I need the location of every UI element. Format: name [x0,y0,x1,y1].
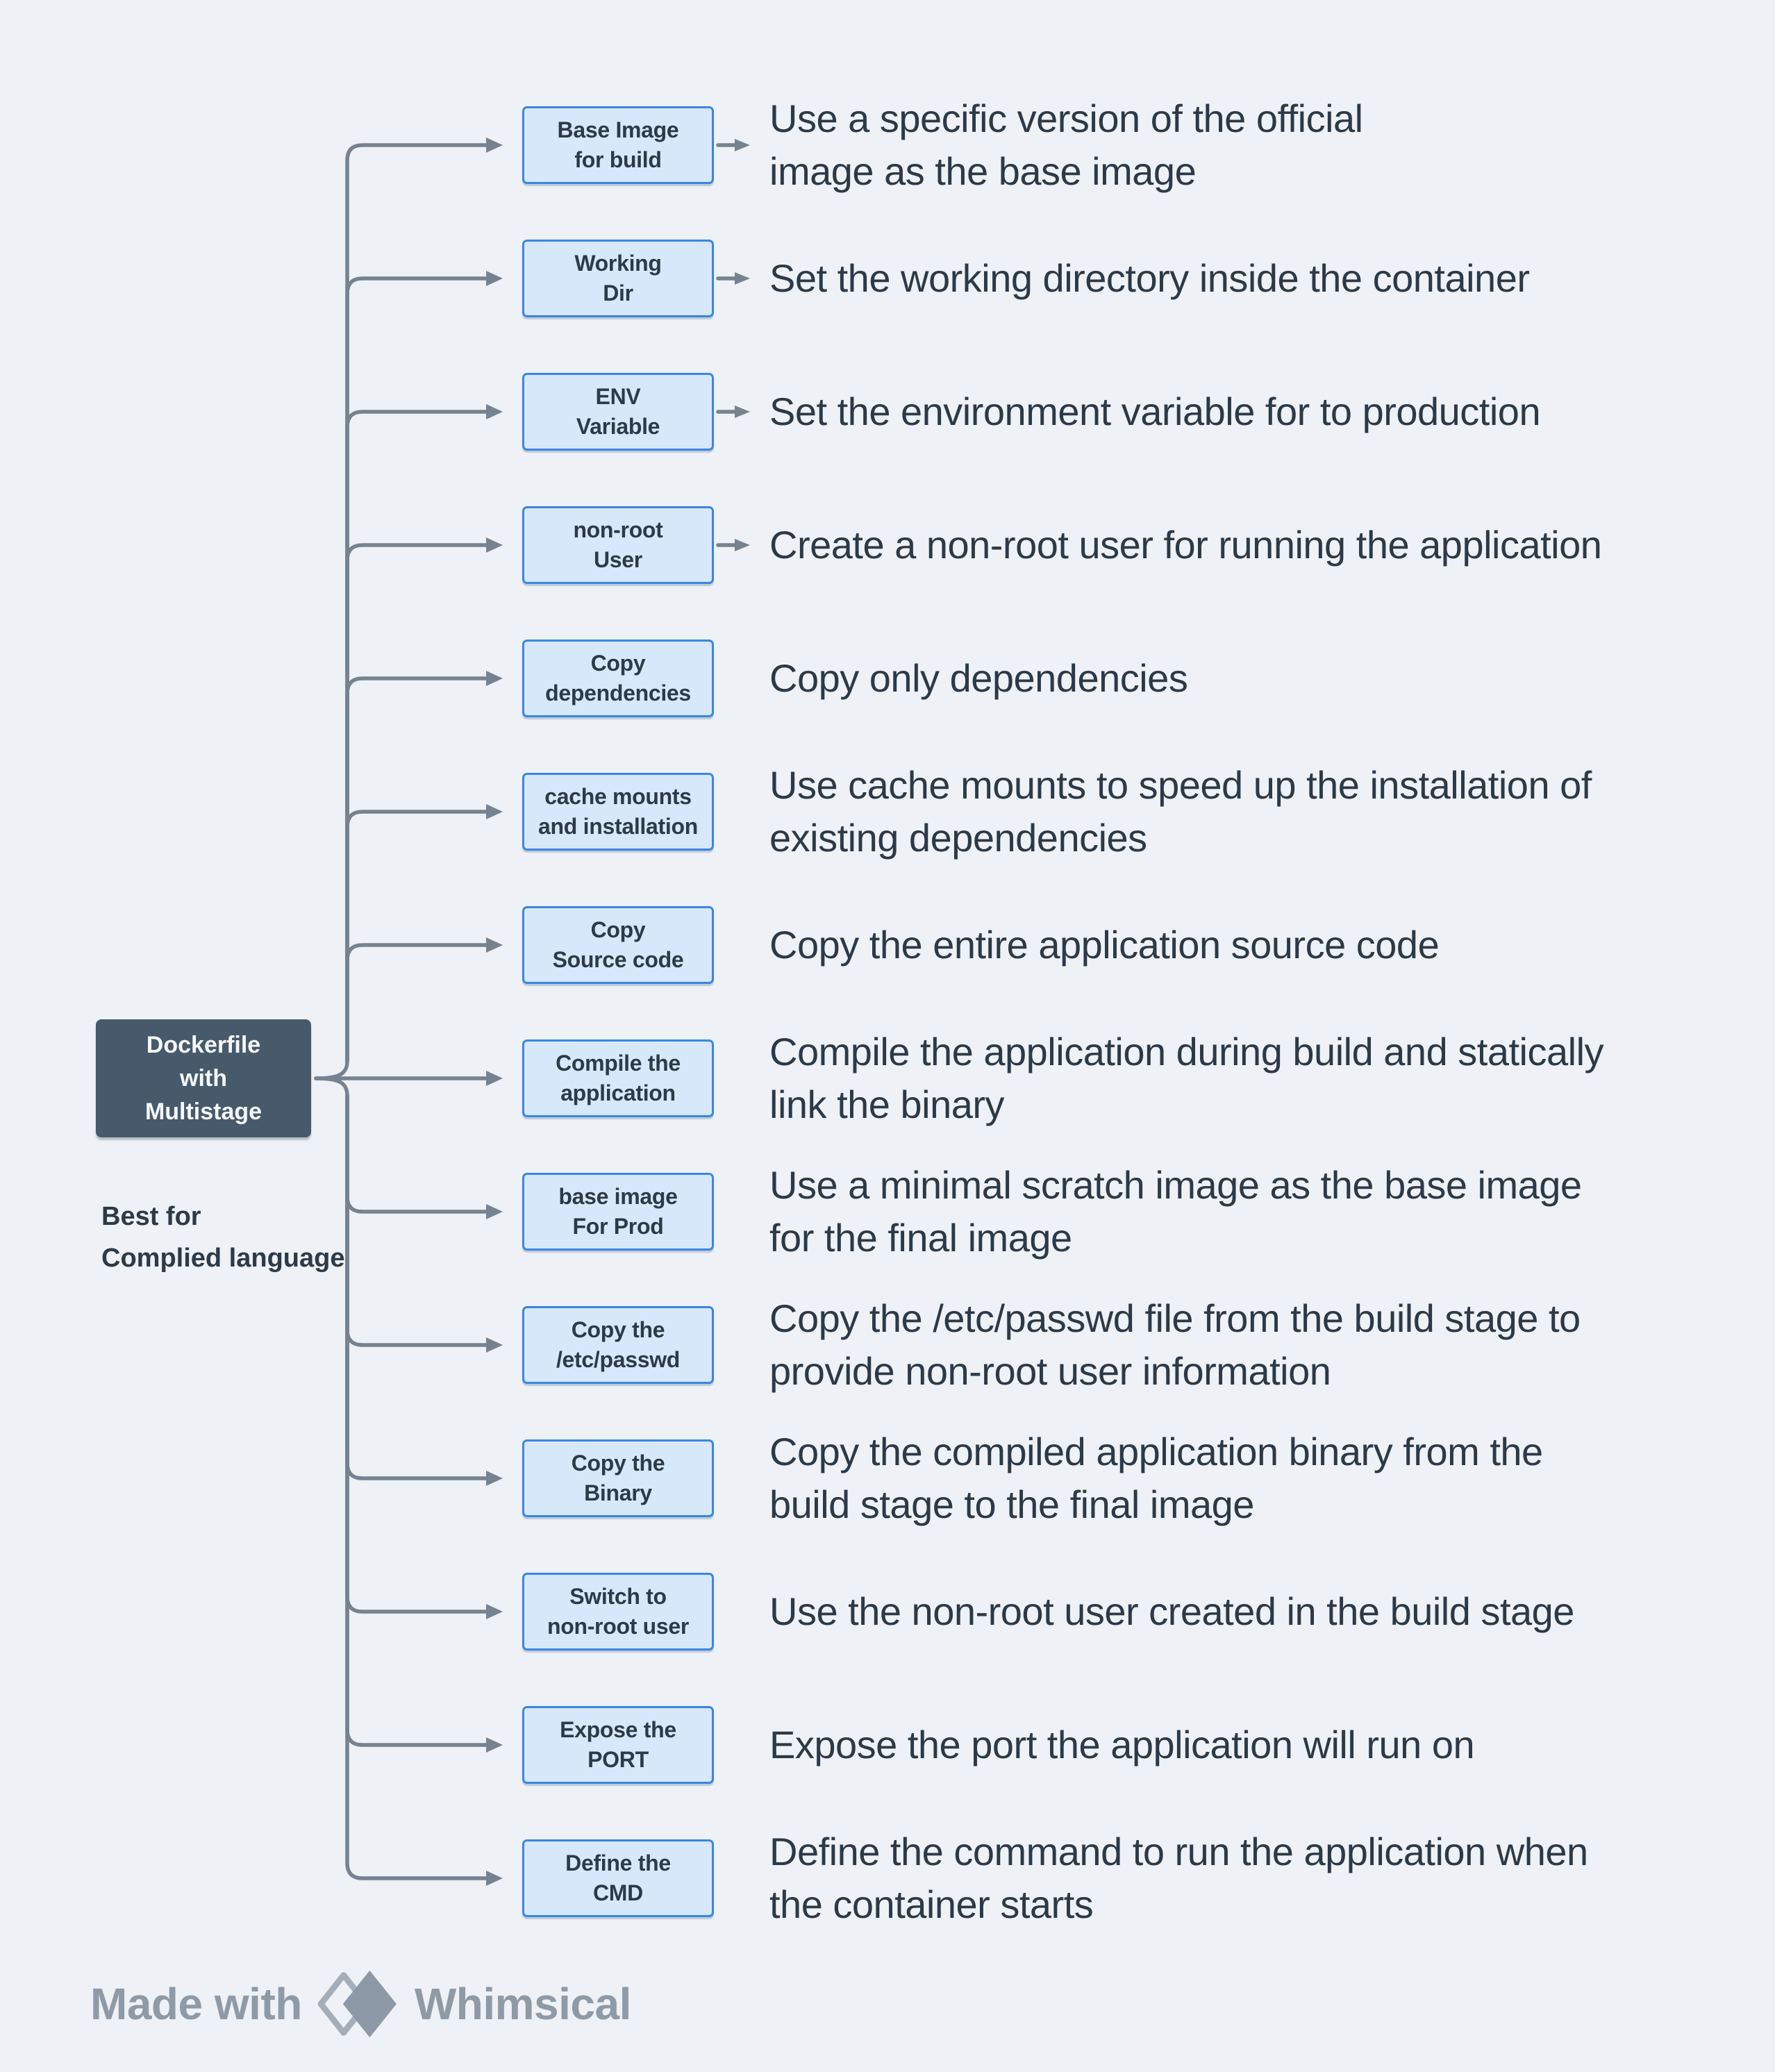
branch-description-text: Use the non-root user created in the bui… [769,1589,1574,1633]
branch-description: Set the working directory inside the con… [769,223,1530,334]
branch-description-text: Use cache mounts to speed up the install… [769,763,1592,860]
node-label: ENV Variable [576,384,660,439]
branch-row-define-the-cmd: Define the CMD Define the command to run… [0,1823,1775,1934]
node-label: cache mounts and installation [538,784,698,839]
branch-description: Use the non-root user created in the bui… [769,1556,1574,1667]
branch-row-expose-the-port: Expose the PORT Expose the port the appl… [0,1689,1775,1801]
node-copy-dependencies: Copy dependencies [522,640,714,717]
branch-description: Use cache mounts to speed up the install… [769,756,1592,867]
node-copy-source-code: Copy Source code [522,906,714,984]
branch-description-text: Use a minimal scratch image as the base … [769,1163,1582,1260]
node-base-image-for-build: Base Image for build [522,106,714,184]
node-label: Working Dir [574,251,662,306]
node-expose-the-port: Expose the PORT [522,1706,714,1784]
node-env-variable: ENV Variable [522,373,714,451]
branch-description: Copy the /etc/passwd file from the build… [769,1289,1581,1401]
node-label: base image For Prod [558,1184,678,1239]
branch-description-text: Copy the /etc/passwd file from the build… [769,1296,1581,1393]
made-with-whimsical-badge[interactable]: Made with Whimsical [90,1969,631,2039]
branch-row-copy-source-code: Copy Source code Copy the entire applica… [0,889,1775,1001]
branch-description-text: Expose the port the application will run… [769,1723,1475,1766]
branch-description-text: Set the working directory inside the con… [769,256,1530,300]
arrowheads [486,137,750,1886]
node-label: Expose the PORT [560,1717,676,1772]
whimsical-logo-icon [317,1970,397,2038]
node-label: Copy the /etc/passwd [556,1317,681,1372]
branch-description: Use a minimal scratch image as the base … [769,1156,1582,1267]
branch-description-text: Create a non-root user for running the a… [769,523,1602,567]
branch-description-text: Copy only dependencies [769,656,1188,700]
node-label: Copy Source code [552,917,684,972]
branch-row-working-dir: Working Dir Set the working directory in… [0,223,1775,334]
branch-row-base-image-for-prod: base image For Prod Use a minimal scratc… [0,1156,1775,1267]
branch-description: Compile the application during build and… [769,1023,1604,1134]
whimsical-brand-text: Whimsical [414,1979,632,2029]
branch-description: Copy only dependencies [769,623,1188,734]
branch-description: Copy the compiled application binary fro… [769,1423,1543,1534]
node-label: Copy the Binary [571,1451,665,1505]
root-node-label: Dockerfile with Multistage [144,1032,262,1125]
branch-row-compile-the-application: Compile the application Compile the appl… [0,1023,1775,1134]
branch-description: Define the command to run the applicatio… [769,1823,1588,1934]
branch-description-text: Define the command to run the applicatio… [769,1830,1588,1926]
node-label: non-root User [573,517,663,572]
branch-row-copy-the-etc-passwd: Copy the /etc/passwd Copy the /etc/passw… [0,1289,1775,1401]
branch-row-switch-to-non-root-user: Switch to non-root user Use the non-root… [0,1556,1775,1667]
node-label: Compile the application [556,1051,681,1105]
branch-row-copy-the-binary: Copy the Binary Copy the compiled applic… [0,1423,1775,1534]
node-switch-to-non-root-user: Switch to non-root user [522,1573,714,1651]
branch-row-copy-dependencies: Copy dependencies Copy only dependencies [0,623,1775,734]
node-copy-the-etc-passwd: Copy the /etc/passwd [522,1306,714,1384]
made-with-text: Made with [90,1979,302,2029]
node-non-root-user: non-root User [522,506,714,584]
node-copy-the-binary: Copy the Binary [522,1439,714,1517]
branch-description-text: Copy the compiled application binary fro… [769,1430,1543,1526]
branch-description-text: Use a specific version of the official i… [769,97,1363,193]
branch-row-base-image-for-build: Base Image for build Use a specific vers… [0,90,1775,201]
root-node-dockerfile-with-multistage: Dockerfile with Multistage [96,1019,311,1137]
node-working-dir: Working Dir [522,240,714,317]
node-define-the-cmd: Define the CMD [522,1839,714,1917]
branch-description: Create a non-root user for running the a… [769,490,1602,601]
branch-row-non-root-user: non-root User Create a non-root user for… [0,490,1775,601]
branch-description-text: Compile the application during build and… [769,1030,1604,1126]
branch-description: Set the environment variable for to prod… [769,356,1541,467]
branch-description-text: Copy the entire application source code [769,923,1440,967]
node-label: Copy dependencies [545,651,691,705]
root-caption: Best for Complied language [101,1202,345,1273]
node-cache-mounts-and-installation: cache mounts and installation [522,773,714,851]
branch-description-text: Set the environment variable for to prod… [769,390,1541,433]
branch-description: Use a specific version of the official i… [769,90,1363,201]
branch-row-cache-mounts-and-installation: cache mounts and installation Use cache … [0,756,1775,867]
branch-description: Expose the port the application will run… [769,1689,1475,1801]
branch-row-env-variable: ENV Variable Set the environment variabl… [0,356,1775,467]
branch-description: Copy the entire application source code [769,889,1440,1001]
node-label: Define the CMD [565,1850,671,1905]
node-label: Base Image for build [557,117,679,172]
node-label: Switch to non-root user [547,1584,690,1639]
node-base-image-for-prod: base image For Prod [522,1173,714,1251]
node-compile-the-application: Compile the application [522,1039,714,1117]
